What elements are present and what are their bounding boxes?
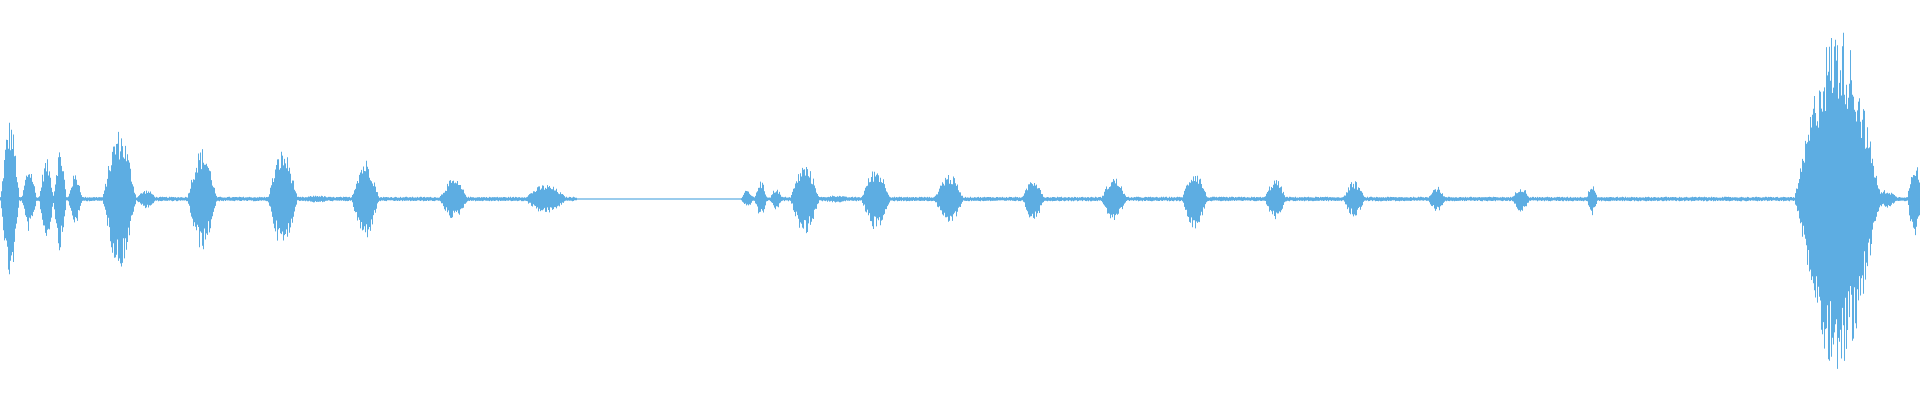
- waveform-trace: [0, 32, 1920, 369]
- waveform-samples: [0, 32, 1920, 369]
